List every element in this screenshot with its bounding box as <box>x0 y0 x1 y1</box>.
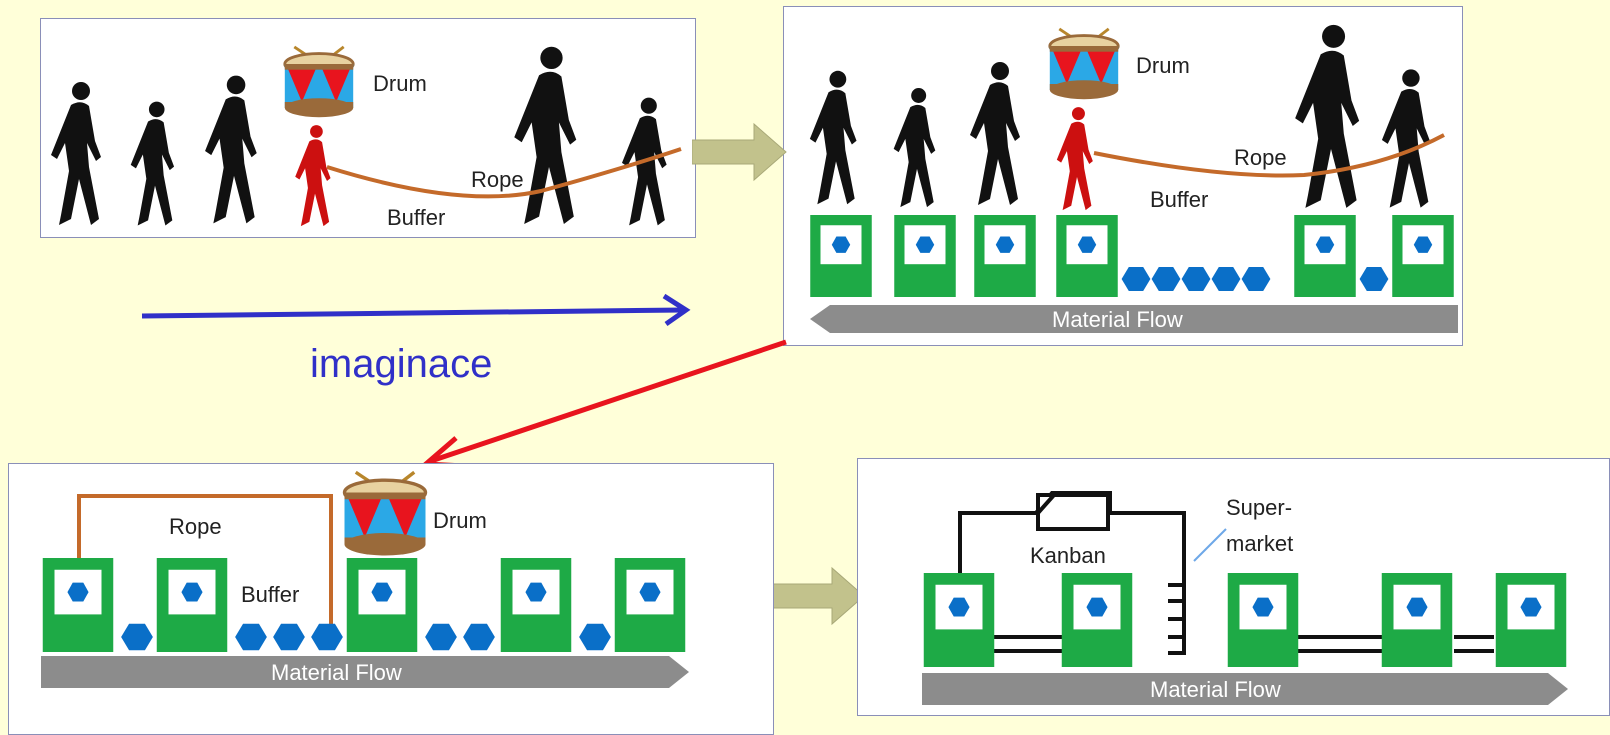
panel-walkers-top-left: Drum Rope Buffer <box>40 18 696 238</box>
station-icon <box>346 558 418 652</box>
part-hexagon-icon <box>1181 267 1211 291</box>
red-walker-icon <box>1056 107 1093 211</box>
drum-icon <box>1048 27 1120 101</box>
walking-person-icon <box>1381 69 1431 208</box>
walking-person-icon <box>205 75 257 224</box>
walking-person-icon <box>970 62 1020 205</box>
material-flow-bar <box>41 656 689 688</box>
drum-label: Drum <box>373 71 427 96</box>
walking-person-icon <box>1295 24 1360 208</box>
walking-person-icon <box>51 82 101 225</box>
blue-arrow-icon <box>141 293 691 327</box>
drum-label: Drum <box>1136 53 1190 78</box>
buffer-label: Buffer <box>387 205 445 230</box>
material-flow-bar <box>810 305 1458 333</box>
part-hexagon-icon <box>579 623 611 651</box>
part-hexagon-icon <box>463 623 495 651</box>
walking-person-icon <box>514 46 577 225</box>
walking-person-icon <box>809 70 857 205</box>
station-icon <box>1495 573 1567 667</box>
part-hexagon-icon <box>1151 267 1181 291</box>
station-icon <box>42 558 114 652</box>
material-flow-label: Material Flow <box>1052 307 1183 332</box>
station-icon <box>1227 573 1299 667</box>
station-icon <box>1392 215 1454 297</box>
material-flow-label: Material Flow <box>1150 677 1281 702</box>
part-hexagon-icon <box>1211 267 1241 291</box>
part-hexagon-icon <box>425 623 457 651</box>
panel-walkers-top-right: Drum Rope Buffer Material Flow <box>783 6 1463 346</box>
right-arrow-icon <box>692 122 787 182</box>
part-hexagon-icon <box>1121 267 1151 291</box>
material-flow-label: Material Flow <box>271 660 402 685</box>
rope-line <box>326 147 682 199</box>
station-icon <box>614 558 686 652</box>
part-hexagon-icon <box>1359 267 1389 291</box>
supermarket-rack-icon <box>1168 583 1186 655</box>
walking-person-icon <box>893 88 936 208</box>
buffer-label: Buffer <box>241 582 299 607</box>
kanban-label: Kanban <box>1030 543 1106 568</box>
station-icon <box>1056 215 1118 297</box>
panel-kanban-bottom-right: Kanban Super- market Material Flow <box>857 458 1610 716</box>
part-hexagon-icon <box>235 623 267 651</box>
station-icon <box>1381 573 1453 667</box>
station-icon <box>1294 215 1356 297</box>
station-icon <box>1061 573 1133 667</box>
station-icon <box>156 558 228 652</box>
rope-label: Rope <box>471 167 524 192</box>
rope-label: Rope <box>169 514 222 539</box>
station-icon <box>923 573 995 667</box>
red-arrow-icon <box>419 339 787 469</box>
walking-person-icon <box>130 101 175 226</box>
panel-dbr-bottom-left: Rope Drum Buffer Material Flow <box>8 463 774 735</box>
drum-icon <box>283 45 355 119</box>
rope-line <box>1093 133 1445 178</box>
drum-label: Drum <box>433 508 487 533</box>
supermarket-label-line1: Super- <box>1226 495 1292 520</box>
part-hexagon-icon <box>121 623 153 651</box>
part-hexagon-icon <box>273 623 305 651</box>
material-flow-bar <box>922 673 1568 705</box>
part-hexagon-icon <box>311 623 343 651</box>
station-icon <box>810 215 872 297</box>
drum-icon <box>342 470 428 558</box>
rope-label: Rope <box>1234 145 1287 170</box>
right-arrow-icon <box>770 566 865 626</box>
station-icon <box>500 558 572 652</box>
buffer-label: Buffer <box>1150 187 1208 212</box>
station-icon <box>974 215 1036 297</box>
part-hexagon-icon <box>1241 267 1271 291</box>
supermarket-label-line2: market <box>1226 531 1293 556</box>
rope-line <box>77 494 333 642</box>
caption-imaginace: imaginace <box>310 342 493 386</box>
station-icon <box>894 215 956 297</box>
supermarket-pointer <box>1193 528 1227 562</box>
red-walker-icon <box>295 125 331 227</box>
